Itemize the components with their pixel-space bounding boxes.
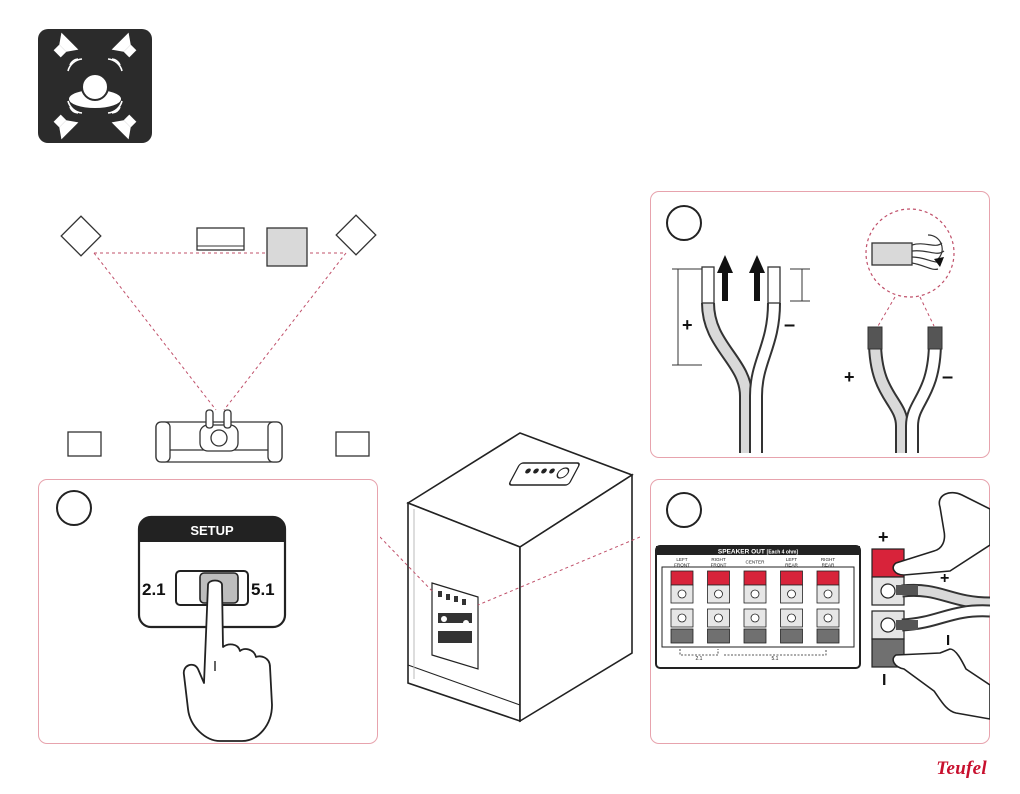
wire-plus-label: +: [940, 570, 949, 587]
channel-label: RIGHT: [711, 557, 725, 562]
terminal-plus-label: +: [878, 527, 889, 547]
terminal-clip[interactable]: [817, 629, 839, 643]
terminal-hole: [751, 590, 759, 598]
terminal-clip[interactable]: [671, 571, 693, 585]
terminal-minus-label: I: [882, 672, 886, 689]
front-right-speaker: [336, 215, 376, 255]
wire-right-minus-label: –: [942, 366, 953, 388]
wire-left-minus-label: –: [784, 314, 795, 336]
terminal-hole: [824, 590, 832, 598]
teufel-logo: Teufel: [936, 758, 987, 780]
front-left-speaker: [61, 216, 101, 256]
terminal-hole: [751, 614, 759, 622]
room-layout-diagram: [50, 205, 390, 475]
terminal-clip[interactable]: [744, 571, 766, 585]
rear-left-speaker: [68, 432, 101, 456]
center-speaker: [197, 228, 244, 250]
terminal-clip[interactable]: [708, 629, 730, 643]
sofa-listener: [156, 410, 282, 462]
terminal-clip[interactable]: [781, 571, 803, 585]
channel-label: FRONT: [674, 563, 690, 568]
wire-left-plus-label: +: [682, 315, 693, 335]
channel-label: REAR: [785, 563, 798, 568]
surround-sound-icon: [38, 29, 152, 143]
setup-switch-illustration: SETUP 2.1 5.1: [38, 479, 378, 744]
channel-label: LEFT: [676, 557, 687, 562]
wire-right-plus-label: +: [844, 367, 855, 387]
hand-upper: [893, 493, 990, 575]
setup-option-2-1: 2.1: [142, 580, 166, 599]
rear-right-speaker: [336, 432, 369, 456]
terminal-hole: [788, 590, 796, 598]
terminal-clip[interactable]: [781, 629, 803, 643]
terminal-hole: [715, 590, 723, 598]
speaker-terminal-illustration: SPEAKER OUT [Each 4 ohm] LEFTFRONTRIGHTF…: [650, 479, 990, 744]
terminal-clip[interactable]: [817, 571, 839, 585]
bracket-2-1-label: 2.1: [696, 656, 703, 662]
terminal-hole: [824, 614, 832, 622]
channel-label: CENTER: [746, 560, 766, 565]
terminal-hole: [715, 614, 723, 622]
terminal-clip[interactable]: [708, 571, 730, 585]
channel-label: LEFT: [786, 557, 797, 562]
terminal-hole: [788, 614, 796, 622]
wire-strip-illustration: + – + –: [650, 191, 990, 458]
speaker-out-header: SPEAKER OUT [Each 4 ohm]: [718, 549, 798, 556]
terminal-hole: [678, 614, 686, 622]
setup-header: SETUP: [190, 523, 234, 538]
terminal-clip[interactable]: [744, 629, 766, 643]
setup-option-5-1: 5.1: [251, 580, 275, 599]
subwoofer-placement: [267, 228, 307, 266]
channel-label: RIGHT: [821, 557, 835, 562]
bracket-5-1-label: 5.1: [772, 656, 779, 662]
terminal-clip[interactable]: [671, 629, 693, 643]
subwoofer-illustration: [380, 425, 640, 735]
hand-lower: [893, 649, 990, 719]
terminal-hole: [678, 590, 686, 598]
channel-label: FRONT: [711, 563, 727, 568]
wire-minus-label: I: [946, 632, 950, 649]
channel-label: REAR: [822, 563, 835, 568]
